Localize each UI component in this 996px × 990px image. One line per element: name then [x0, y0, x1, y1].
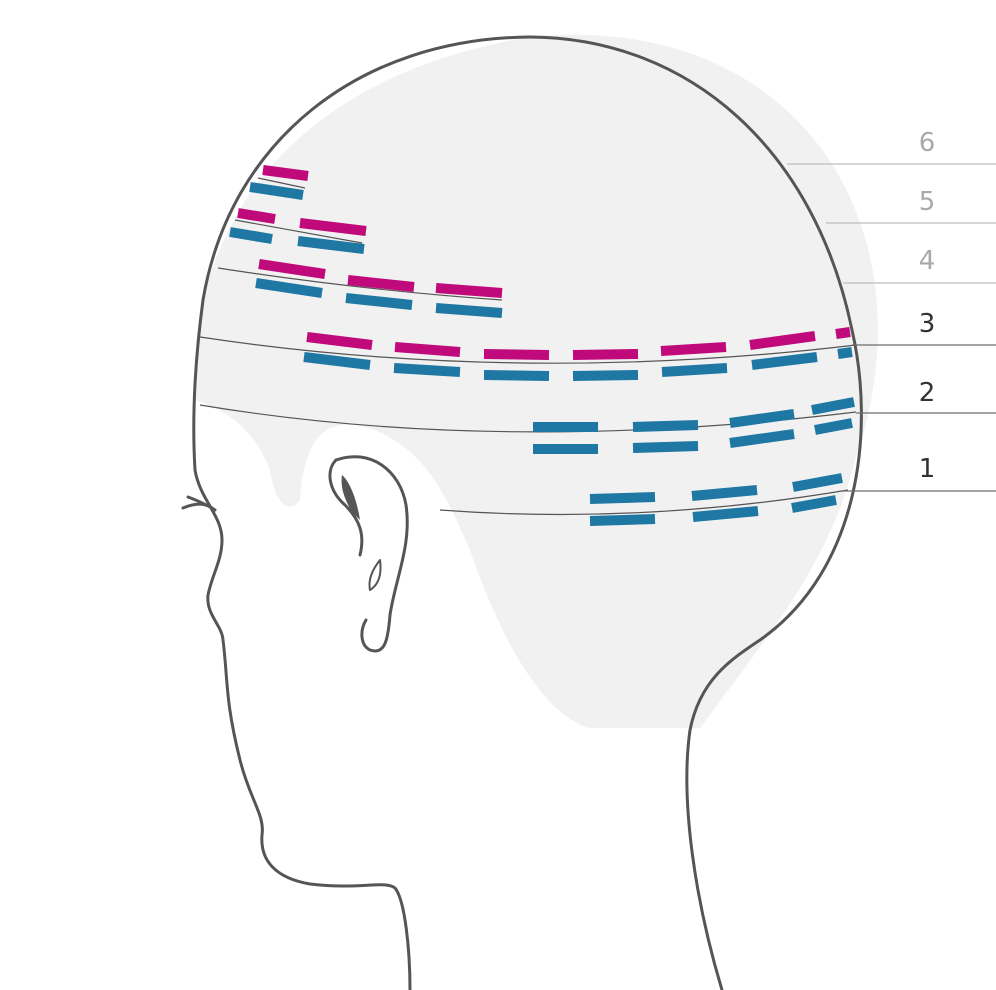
strip-magenta: [347, 275, 415, 292]
strip-teal: [589, 492, 656, 504]
strip-teal: [729, 409, 795, 428]
eyelash-icon: [181, 495, 217, 512]
strip-teal: [255, 278, 323, 298]
strip-teal: [303, 352, 371, 370]
strip-magenta: [306, 332, 373, 350]
strip-teal: [589, 514, 656, 526]
strip-teal: [297, 236, 365, 254]
strip-teal: [572, 370, 639, 381]
row-label-5: 5: [919, 187, 936, 217]
strip-magenta: [483, 349, 550, 360]
strip-magenta: [572, 349, 639, 360]
guide-lines: [199, 177, 857, 516]
row-label-4: 4: [919, 246, 936, 276]
guide-line-row-4: [217, 267, 503, 301]
strip-teal: [791, 495, 837, 513]
strip-teal: [661, 363, 728, 377]
strip-teal: [729, 429, 795, 448]
row-label-6: 6: [919, 128, 936, 158]
strip-teal: [249, 182, 304, 200]
strip-magenta: [435, 283, 503, 298]
row-label-3: 3: [919, 309, 936, 339]
strip-teal: [632, 441, 699, 453]
strip-magenta: [237, 208, 276, 224]
strip-magenta: [262, 165, 309, 181]
strip-teal: [435, 303, 503, 318]
scalp-area: [195, 34, 878, 728]
strip-teal: [814, 418, 853, 435]
strip-teal: [692, 506, 759, 522]
guide-line-row-5: [234, 219, 363, 244]
extension-strips: [229, 165, 855, 526]
strip-teal: [691, 485, 758, 501]
head-profile-icon: [192, 35, 863, 990]
strip-teal: [393, 363, 461, 377]
strip-teal: [792, 473, 843, 492]
guide-line-row-1: [439, 489, 849, 516]
ear-icon: [328, 455, 409, 653]
strip-magenta: [299, 218, 367, 236]
leader-lines: [787, 163, 996, 492]
strip-magenta: [394, 342, 461, 357]
strip-magenta: [835, 327, 851, 339]
strip-teal: [345, 293, 413, 310]
strip-teal: [483, 370, 550, 381]
strip-teal: [632, 420, 699, 432]
strip-teal: [229, 227, 273, 244]
guide-line-row-6: [257, 177, 306, 189]
row-label-2: 2: [919, 378, 936, 408]
row-label-1: 1: [919, 454, 936, 484]
strip-teal: [837, 347, 853, 359]
row-labels: 6 5 4 3 2 1: [919, 128, 936, 484]
guide-line-row-3: [199, 336, 857, 364]
strip-teal: [811, 397, 855, 415]
strip-magenta: [749, 331, 816, 350]
strip-magenta: [258, 259, 326, 279]
strip-teal: [751, 352, 818, 370]
strip-magenta: [660, 342, 727, 356]
